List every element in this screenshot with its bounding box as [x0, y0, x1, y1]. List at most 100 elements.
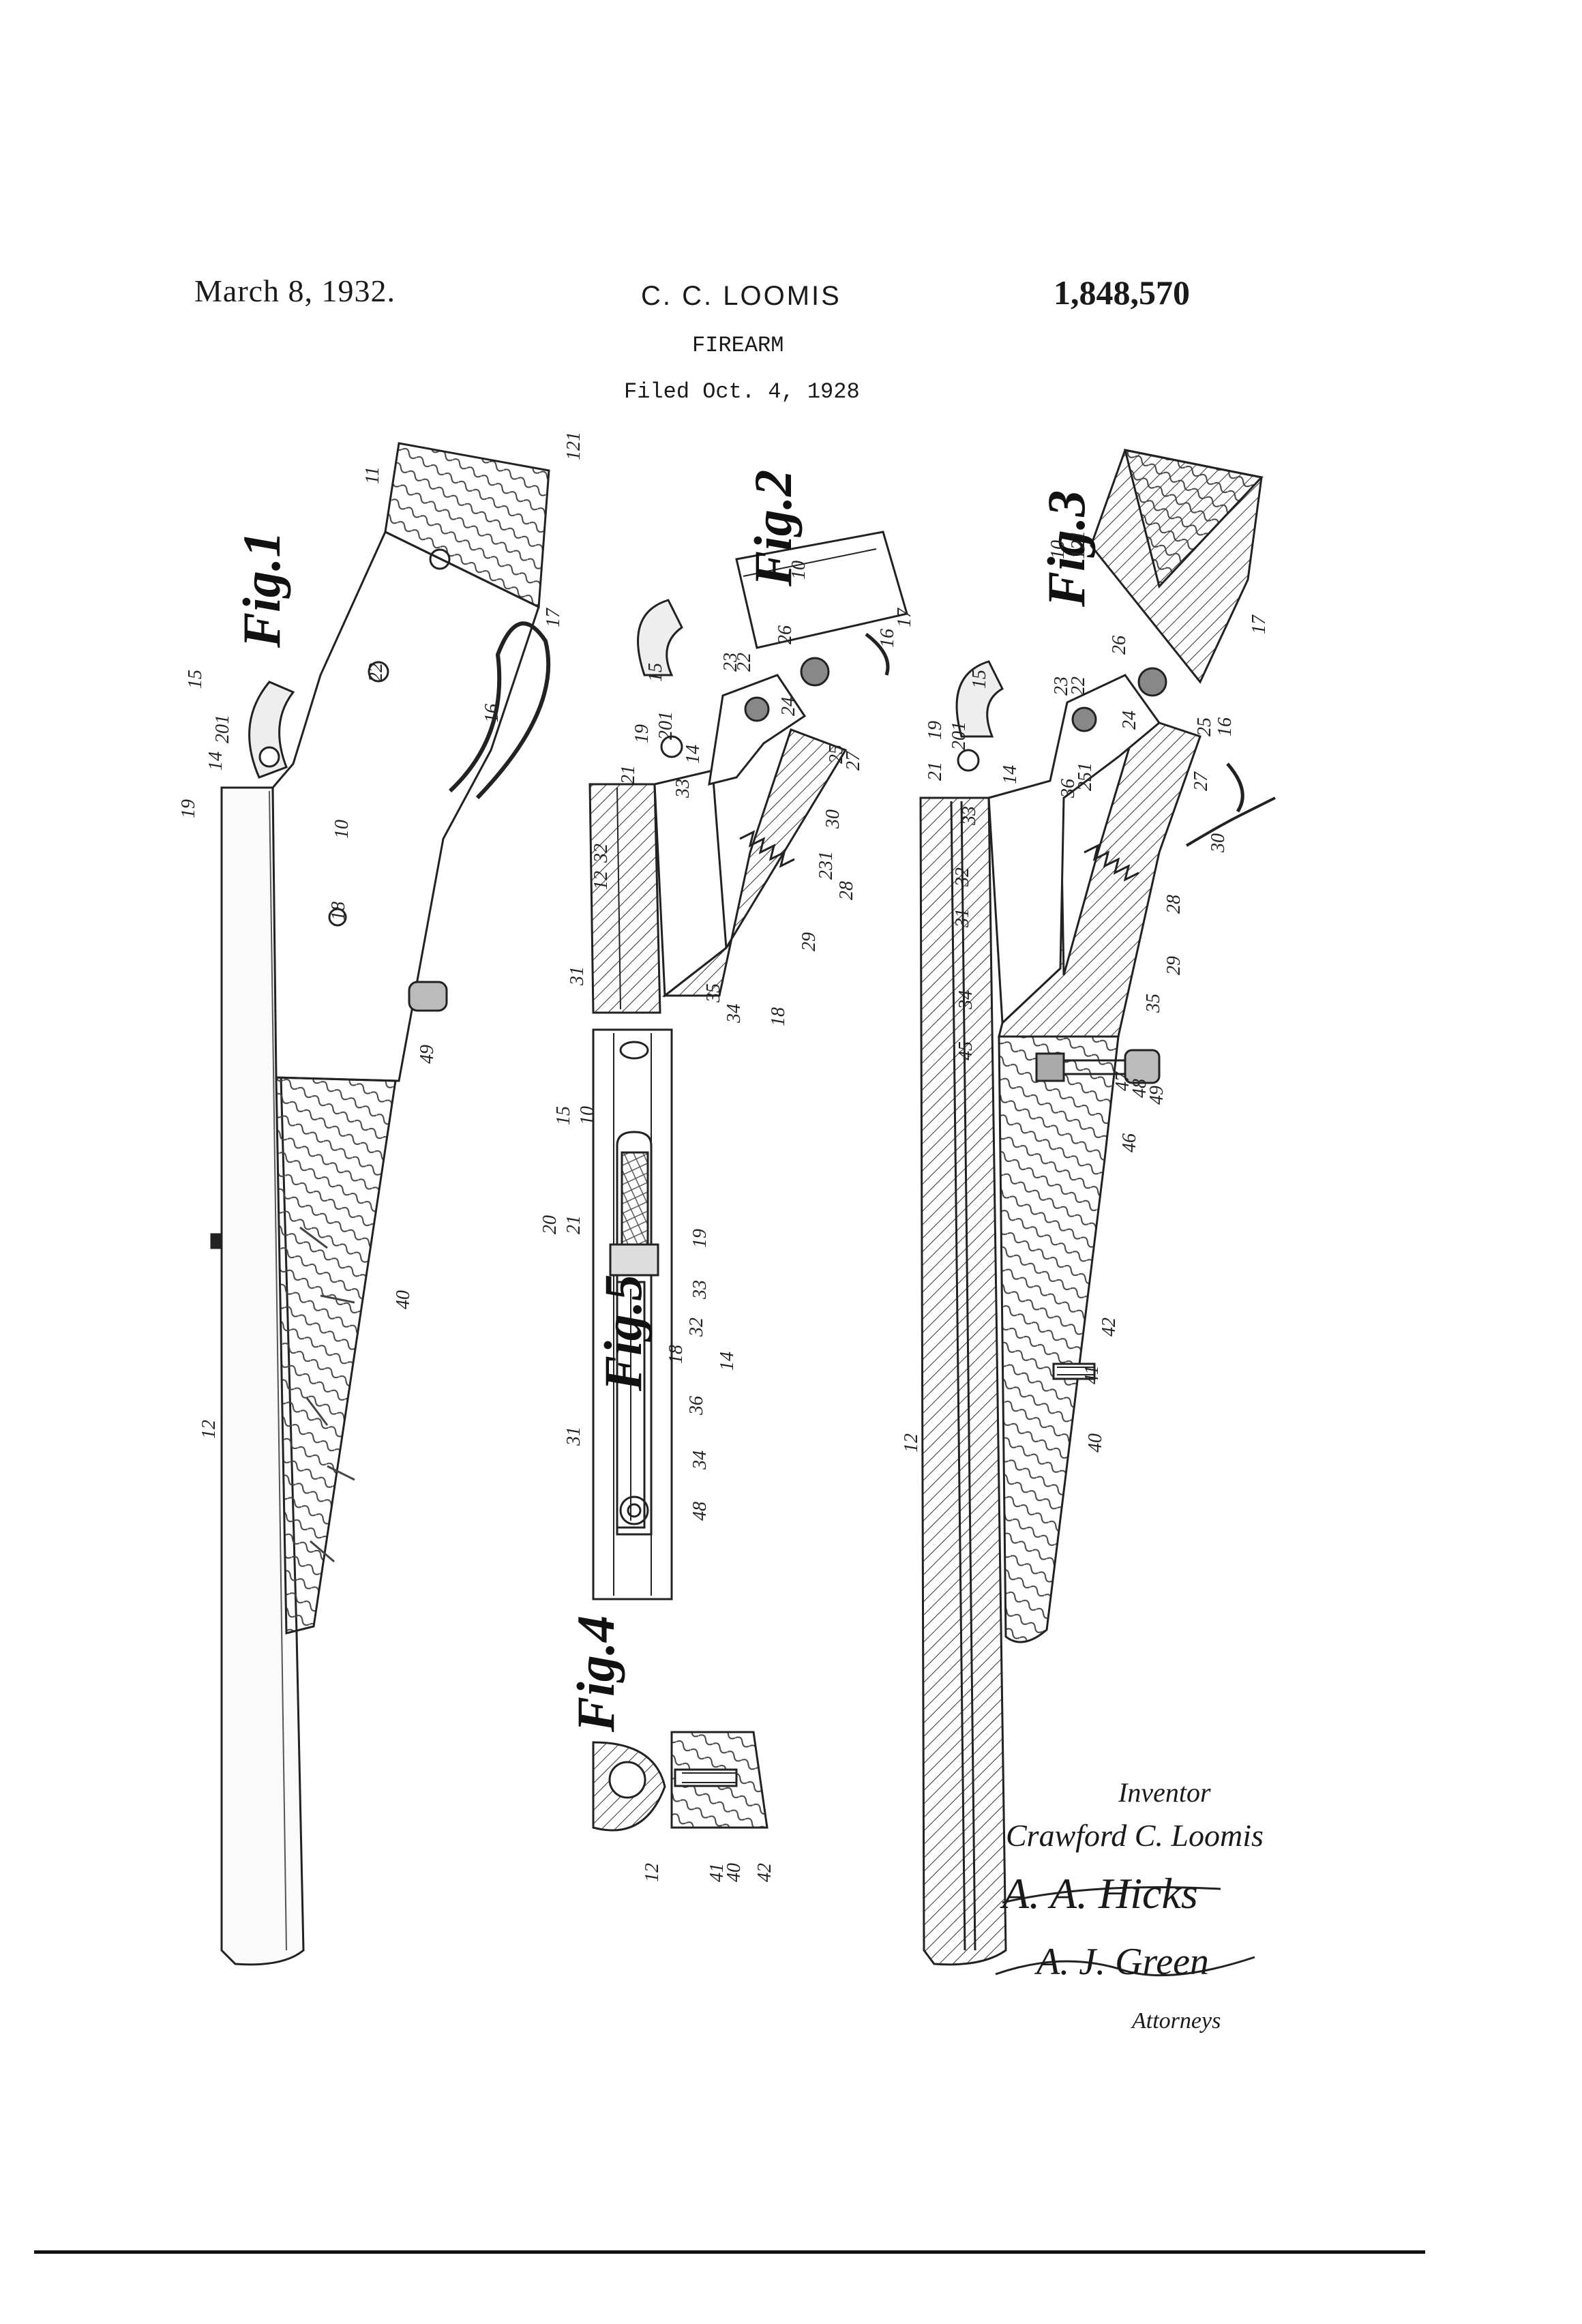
ref-numeral: 12 [591, 871, 612, 890]
ref-numeral: 30 [1208, 833, 1229, 853]
fig3-fore-end [998, 1035, 1120, 1643]
ref-numeral: 33 [959, 806, 980, 826]
ref-numeral: 27 [1191, 771, 1212, 791]
ref-numeral: 32 [686, 1317, 707, 1337]
ref-numeral: 201 [949, 721, 970, 750]
ref-numeral: 32 [952, 867, 973, 887]
ref-numeral: 36 [686, 1396, 707, 1416]
ref-numeral: 15 [969, 670, 990, 689]
ref-numeral: 17 [1249, 614, 1270, 634]
ref-numeral: 25 [826, 745, 847, 764]
attorney-signature-2: A. J. Green [1036, 1941, 1209, 1983]
ref-numeral: 15 [645, 663, 666, 682]
ref-numeral: 19 [178, 799, 199, 818]
ref-numeral: 10 [1047, 540, 1069, 559]
ref-numeral: 12 [901, 1433, 922, 1452]
ref-numeral: 15 [185, 670, 206, 689]
ref-numeral: 19 [689, 1229, 711, 1248]
inventor-caption: Inventor [1118, 1777, 1211, 1808]
ref-numeral: 14 [1000, 765, 1021, 784]
ref-numeral: 35 [703, 983, 724, 1003]
ref-numeral: 24 [778, 697, 799, 716]
fig3-label: Fig.3 [1036, 490, 1096, 608]
fig3-barrel [919, 796, 1007, 1966]
ref-numeral: 10 [788, 561, 809, 580]
ref-numeral: 12 [198, 1420, 220, 1439]
ref-numeral: 28 [1163, 895, 1184, 914]
attorneys-caption: Attorneys [1132, 2008, 1221, 2034]
ref-numeral: 48 [689, 1502, 711, 1521]
ref-numeral: 49 [1146, 1086, 1167, 1105]
fig1-label: Fig.1 [232, 531, 291, 649]
ref-numeral: 35 [1143, 994, 1164, 1013]
fig5-label: Fig.5 [593, 1275, 653, 1392]
ref-numeral: 40 [393, 1290, 414, 1309]
ref-numeral: 29 [799, 932, 820, 951]
fig4-label: Fig.4 [566, 1615, 625, 1733]
ref-numeral: 34 [723, 1004, 745, 1024]
attorney-signature-1: A. A. Hicks [1002, 1869, 1198, 1918]
ref-numeral: 16 [877, 629, 898, 648]
receiver [271, 530, 540, 1082]
ref-numeral: 12 [642, 1863, 663, 1882]
figure-4: Fig.4 [566, 1615, 768, 1832]
ref-numeral: 25 [1194, 717, 1215, 736]
ref-numeral: 42 [1099, 1317, 1120, 1337]
filed-date: Filed Oct. 4, 1928 [624, 379, 860, 404]
inventor-header: C. C. LOOMIS [641, 281, 841, 311]
barrel [220, 786, 305, 1966]
ref-numeral: 40 [1085, 1433, 1106, 1452]
ref-numeral: 21 [563, 1215, 584, 1234]
ref-numeral: 231 [816, 851, 837, 880]
ref-numeral: 27 [843, 751, 864, 771]
ref-numeral: 42 [754, 1863, 775, 1882]
ref-numeral: 121 [563, 432, 584, 460]
ref-numeral: 11 [362, 466, 383, 484]
figure-2: Fig.2 [588, 470, 908, 1014]
ref-numeral: 31 [563, 1427, 584, 1446]
ref-numeral: 36 [1058, 779, 1079, 799]
patent-date: March 8, 1932. [194, 273, 396, 308]
ref-numeral: 16 [481, 704, 503, 723]
ref-numeral: 23 [1051, 676, 1072, 696]
patent-title: FIREARM [692, 333, 784, 358]
ref-numeral: 41 [1081, 1365, 1103, 1384]
ref-numeral: 18 [768, 1007, 789, 1026]
ref-numeral: 26 [775, 625, 796, 644]
ref-numeral: 19 [925, 721, 946, 740]
fig2-barrel [588, 783, 661, 1014]
ref-numeral: 22 [734, 653, 755, 672]
ref-numeral: 21 [618, 765, 639, 784]
inventor-signature: Crawford C. Loomis [1006, 1818, 1264, 1853]
ref-numeral: 21 [925, 762, 946, 781]
figure-1: Fig.1 [210, 442, 551, 1966]
ref-numeral: 19 [631, 724, 653, 743]
ref-numeral: 32 [591, 844, 612, 863]
ref-numeral: 14 [717, 1352, 738, 1371]
ref-numeral: 23 [720, 653, 741, 672]
ref-numeral: 18 [666, 1345, 687, 1364]
ref-numeral: 33 [689, 1280, 711, 1300]
ref-numeral: 15 [553, 1106, 574, 1125]
ref-numeral: 34 [955, 990, 976, 1010]
ref-numeral: 48 [1129, 1079, 1150, 1098]
ref-numeral: 14 [683, 745, 704, 764]
ref-numeral: 14 [205, 751, 226, 771]
ref-numeral: 17 [543, 608, 564, 627]
patent-number: 1,848,570 [1054, 273, 1190, 312]
ref-numeral: 26 [1109, 636, 1130, 655]
ref-numeral: 34 [689, 1450, 711, 1470]
bottom-rule [34, 2250, 1425, 2254]
ref-numeral: 41 [706, 1863, 728, 1882]
ref-numeral: 49 [417, 1045, 438, 1064]
signature-strokes [995, 1886, 1255, 1977]
ref-numeral: 17 [894, 608, 915, 627]
ref-numeral: 10 [331, 820, 353, 839]
ref-numeral: 10 [577, 1106, 598, 1125]
ref-numeral: 30 [822, 809, 844, 829]
ref-numeral: 201 [212, 715, 233, 743]
figure-5: Fig.5 [592, 1028, 673, 1600]
ref-numeral: 31 [567, 966, 588, 986]
ref-numeral: 121 [1068, 531, 1089, 559]
